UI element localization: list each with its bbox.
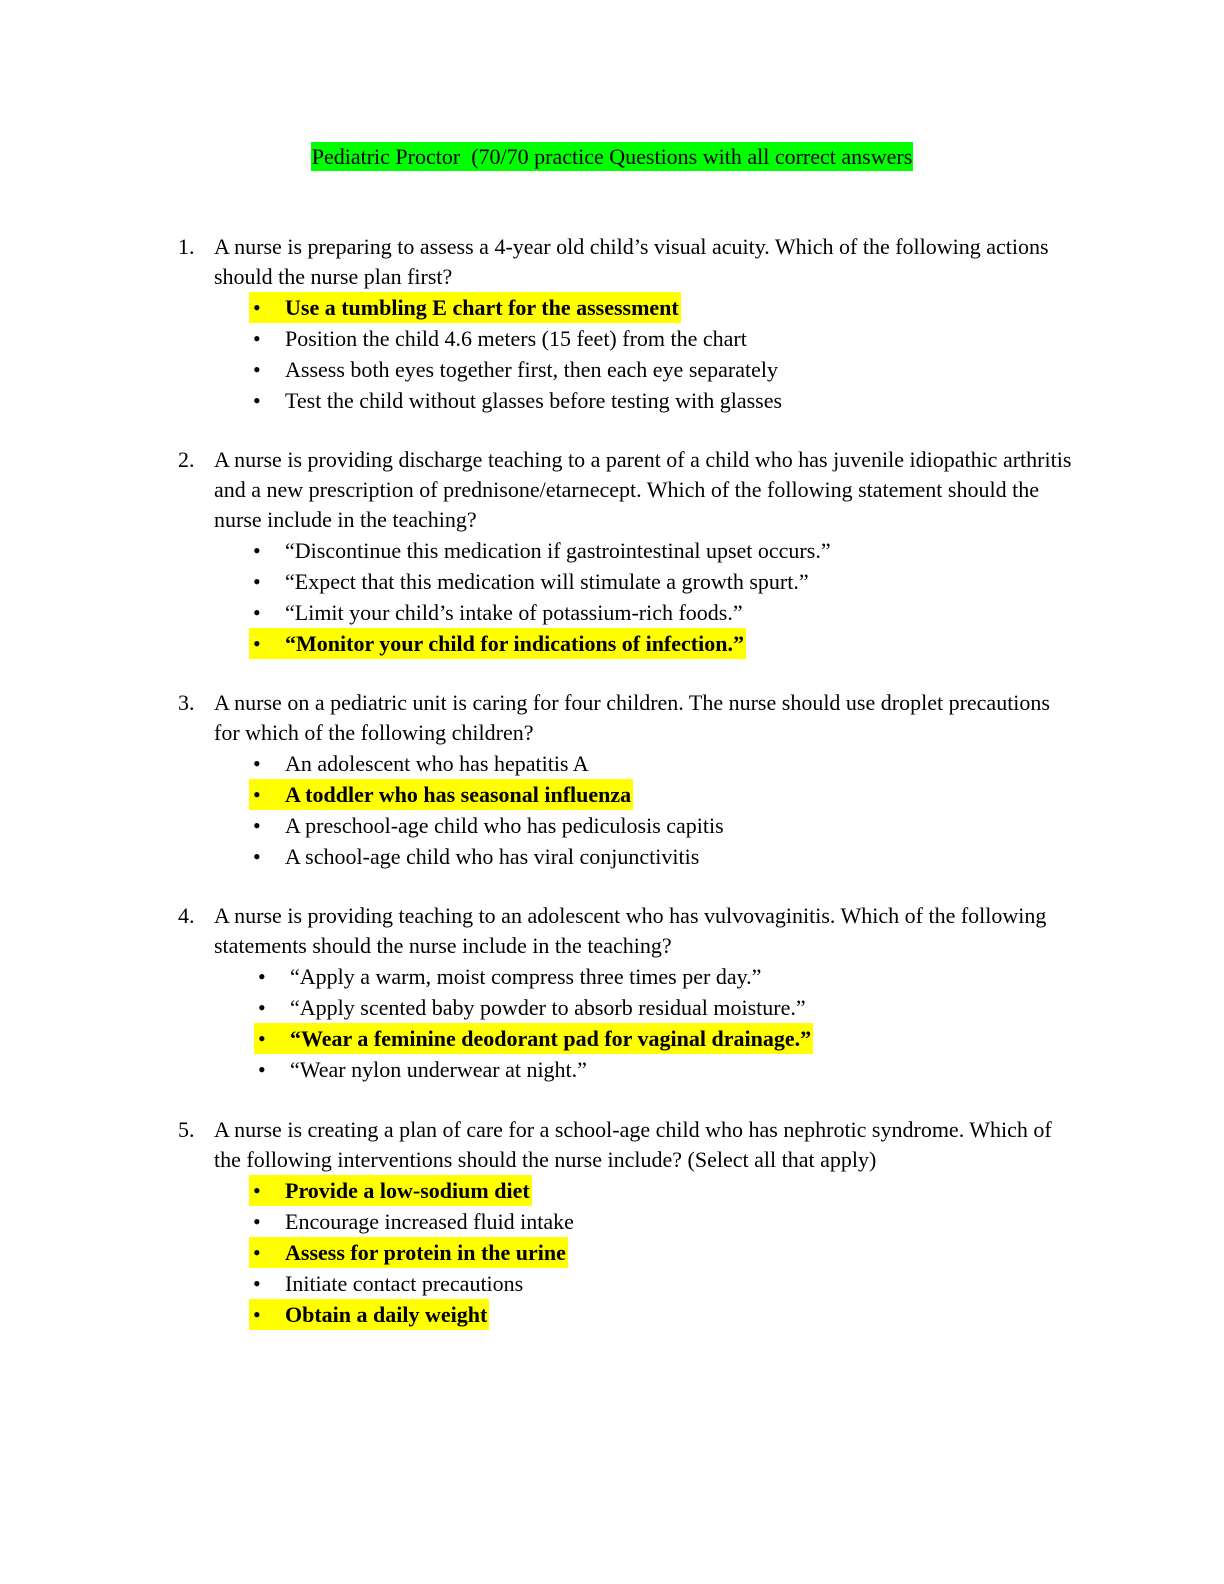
answer-option: • “Monitor your child for indications of … — [0, 628, 1224, 659]
correct-answer-highlight: • “Wear a feminine deodorant pad for vagi… — [254, 1023, 814, 1054]
answer-text: An adolescent who has hepatitis A — [285, 751, 589, 776]
answer-text: A preschool-age child who has pediculosi… — [285, 813, 724, 838]
answer-option: • Obtain a daily weight — [0, 1299, 1224, 1330]
bullet-icon: • — [253, 631, 261, 656]
answer-options: • Use a tumbling E chart for the assessme… — [0, 292, 1224, 416]
bullet-icon: • — [258, 1026, 266, 1051]
answer-text: “Discontinue this medication if gastroin… — [285, 538, 831, 563]
correct-answer-highlight: • Obtain a daily weight — [249, 1299, 490, 1330]
bullet-icon: • — [253, 388, 261, 413]
answer-text: “Wear a feminine deodorant pad for vagin… — [290, 1026, 812, 1051]
answer-text: “Limit your child’s intake of potassium-… — [285, 600, 743, 625]
bullet-icon: • — [253, 538, 261, 563]
question-3: 3. A nurse on a pediatric unit is caring… — [0, 688, 1224, 872]
question-number: 3. — [178, 690, 195, 715]
title-container: Pediatric Proctor (70/70 practice Questi… — [0, 142, 1224, 171]
question-text: A nurse on a pediatric unit is caring fo… — [214, 690, 1050, 745]
answer-options: • An adolescent who has hepatitis A • A to… — [0, 748, 1224, 872]
answer-text: “Apply a warm, moist compress three time… — [290, 964, 762, 989]
answer-option: • A preschool-age child who has pediculos… — [0, 810, 1224, 841]
answer-option: • A toddler who has seasonal influenza — [0, 779, 1224, 810]
answer-options: • “Discontinue this medication if gastroi… — [0, 535, 1224, 659]
correct-answer-highlight: • A toddler who has seasonal influenza — [249, 779, 634, 810]
bullet-icon: • — [253, 1302, 261, 1327]
answer-option: • Assess both eyes together first, then e… — [0, 354, 1224, 385]
bullet-icon: • — [253, 1209, 261, 1234]
question-text: A nurse is creating a plan of care for a… — [214, 1117, 1052, 1172]
bullet-icon: • — [253, 1271, 261, 1296]
answer-options: • Provide a low-sodium diet • Encourage in… — [0, 1175, 1224, 1330]
bullet-icon: • — [258, 1057, 266, 1082]
answer-text: “Apply scented baby powder to absorb res… — [290, 995, 806, 1020]
answer-text: Obtain a daily weight — [285, 1302, 488, 1327]
bullet-icon: • — [253, 813, 261, 838]
answer-text: Encourage increased fluid intake — [285, 1209, 574, 1234]
correct-answer-highlight: • Use a tumbling E chart for the assessme… — [249, 292, 681, 323]
answer-option: • Provide a low-sodium diet — [0, 1175, 1224, 1206]
bullet-icon: • — [258, 995, 266, 1020]
answer-option: • “Discontinue this medication if gastroi… — [0, 535, 1224, 566]
bullet-icon: • — [253, 751, 261, 776]
question-text: A nurse is providing discharge teaching … — [214, 447, 1072, 532]
answer-option: • “Apply a warm, moist compress three tim… — [0, 961, 1224, 992]
bullet-icon: • — [253, 782, 261, 807]
answer-option: • Test the child without glasses before t… — [0, 385, 1224, 416]
answer-option: • Assess for protein in the urine — [0, 1237, 1224, 1268]
answer-text: “Wear nylon underwear at night.” — [290, 1057, 587, 1082]
bullet-icon: • — [253, 600, 261, 625]
bullet-icon: • — [253, 326, 261, 351]
bullet-icon: • — [258, 964, 266, 989]
answer-text: Position the child 4.6 meters (15 feet) … — [285, 326, 747, 351]
answer-option: • “Wear a feminine deodorant pad for vagi… — [0, 1023, 1224, 1054]
bullet-icon: • — [253, 295, 261, 320]
answer-text: Provide a low-sodium diet — [285, 1178, 530, 1203]
bullet-icon: • — [253, 569, 261, 594]
question-text: A nurse is providing teaching to an adol… — [214, 903, 1047, 958]
answer-text: “Monitor your child for indications of i… — [285, 631, 744, 656]
answer-text: Use a tumbling E chart for the assessmen… — [285, 295, 679, 320]
answer-text: “Expect that this medication will stimul… — [285, 569, 809, 594]
answer-option: • A school-age child who has viral conjun… — [0, 841, 1224, 872]
question-2: 2. A nurse is providing discharge teachi… — [0, 445, 1224, 659]
question-number: 1. — [178, 234, 195, 259]
answer-options: • “Apply a warm, moist compress three tim… — [0, 961, 1224, 1085]
answer-option: • Initiate contact precautions — [0, 1268, 1224, 1299]
answer-text: Assess for protein in the urine — [285, 1240, 566, 1265]
answer-option: • “Apply scented baby powder to absorb re… — [0, 992, 1224, 1023]
answer-text: Assess both eyes together first, then ea… — [285, 357, 778, 382]
answer-option: • “Wear nylon underwear at night.” — [0, 1054, 1224, 1085]
question-1: 1. A nurse is preparing to assess a 4-ye… — [0, 232, 1224, 416]
answer-text: A toddler who has seasonal influenza — [285, 782, 632, 807]
answer-option: • Encourage increased fluid intake — [0, 1206, 1224, 1237]
question-number: 5. — [178, 1117, 195, 1142]
answer-text: Test the child without glasses before te… — [285, 388, 783, 413]
document-title: Pediatric Proctor (70/70 practice Questi… — [310, 142, 914, 171]
question-number: 4. — [178, 903, 195, 928]
correct-answer-highlight: • Assess for protein in the urine — [249, 1237, 568, 1268]
bullet-icon: • — [253, 1178, 261, 1203]
answer-option: • Use a tumbling E chart for the assessme… — [0, 292, 1224, 323]
question-text: A nurse is preparing to assess a 4-year … — [214, 234, 1049, 289]
answer-text: Initiate contact precautions — [285, 1271, 524, 1296]
answer-text: A school-age child who has viral conjunc… — [285, 844, 700, 869]
answer-option: • “Expect that this medication will stimu… — [0, 566, 1224, 597]
bullet-icon: • — [253, 1240, 261, 1265]
correct-answer-highlight: • Provide a low-sodium diet — [249, 1175, 532, 1206]
correct-answer-highlight: • “Monitor your child for indications of … — [249, 628, 746, 659]
question-4: 4. A nurse is providing teaching to an a… — [0, 901, 1224, 1085]
question-5: 5. A nurse is creating a plan of care fo… — [0, 1115, 1224, 1330]
question-number: 2. — [178, 447, 195, 472]
answer-option: • Position the child 4.6 meters (15 feet)… — [0, 323, 1224, 354]
bullet-icon: • — [253, 357, 261, 382]
answer-option: • “Limit your child’s intake of potassium… — [0, 597, 1224, 628]
answer-option: • An adolescent who has hepatitis A — [0, 748, 1224, 779]
bullet-icon: • — [253, 844, 261, 869]
